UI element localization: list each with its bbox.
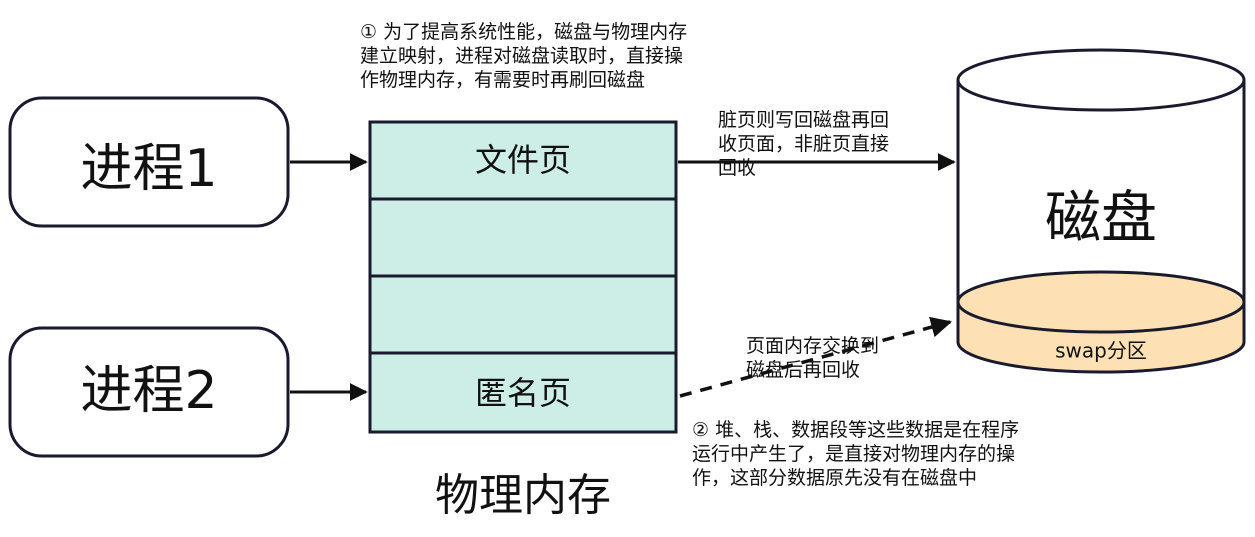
- process-2: 进程2: [8, 326, 290, 458]
- anon-page-note-line: 作，这部分数据原先没有在磁盘中: [692, 467, 978, 489]
- disk-top-ellipse: [956, 48, 1246, 112]
- process-1-box: [8, 96, 290, 228]
- physical-memory: 文件页 匿名页 物理内存: [368, 120, 678, 521]
- mapping-note-line: 作物理内存，有需要时再刷回磁盘: [360, 69, 646, 91]
- memory-page-3: [368, 274, 678, 355]
- process-1-label: 进程1: [80, 139, 217, 199]
- anon-page-label: 匿名页: [475, 374, 571, 412]
- disk-bottom-edge: [956, 341, 1246, 374]
- mapping-note: ① 为了提高系统性能，磁盘与物理内存 建立映射，进程对磁盘读取时，直接操 作物理…: [360, 20, 687, 92]
- memory-page-2: [368, 197, 678, 278]
- process-2-label: 进程2: [80, 361, 217, 421]
- dirty-page-note-line: 回收: [718, 157, 757, 179]
- disk-label: 磁盘: [1045, 186, 1157, 251]
- mapping-note-line: 建立映射，进程对磁盘读取时，直接操: [360, 45, 684, 67]
- swap-top-ellipse: [956, 270, 1246, 334]
- swap-region: [958, 302, 1244, 372]
- dirty-page-note-line: 收页面，非脏页直接: [718, 133, 890, 155]
- swap-note: 页面内存交换到 磁盘后再回收: [746, 334, 879, 382]
- anon-page-note-line: ② 堆、栈、数据段等这些数据是在程序: [692, 419, 1020, 441]
- disk: 磁盘 swap分区: [956, 48, 1246, 374]
- swap-note-line: 页面内存交换到: [746, 335, 880, 357]
- mapping-note-line: ① 为了提高系统性能，磁盘与物理内存: [360, 21, 688, 43]
- anon-page-note-line: 运行中产生了，是直接对物理内存的操: [692, 443, 1016, 465]
- file-page-label: 文件页: [475, 141, 571, 179]
- swap-note-line: 磁盘后再回收: [746, 359, 861, 381]
- dirty-page-note-line: 脏页则写回磁盘再回: [718, 109, 890, 131]
- process-2-box: [8, 326, 290, 458]
- memory-page-anon: [368, 351, 678, 434]
- process-1: 进程1: [8, 96, 290, 228]
- memory-title: 物理内存: [435, 470, 611, 521]
- anon-page-note: ② 堆、栈、数据段等这些数据是在程序 运行中产生了，是直接对物理内存的操 作，这…: [692, 418, 1019, 490]
- dirty-page-note: 脏页则写回磁盘再回 收页面，非脏页直接 回收: [718, 108, 889, 180]
- swap-label: swap分区: [1055, 339, 1147, 363]
- anon-page-swap-arrow: [679, 316, 953, 398]
